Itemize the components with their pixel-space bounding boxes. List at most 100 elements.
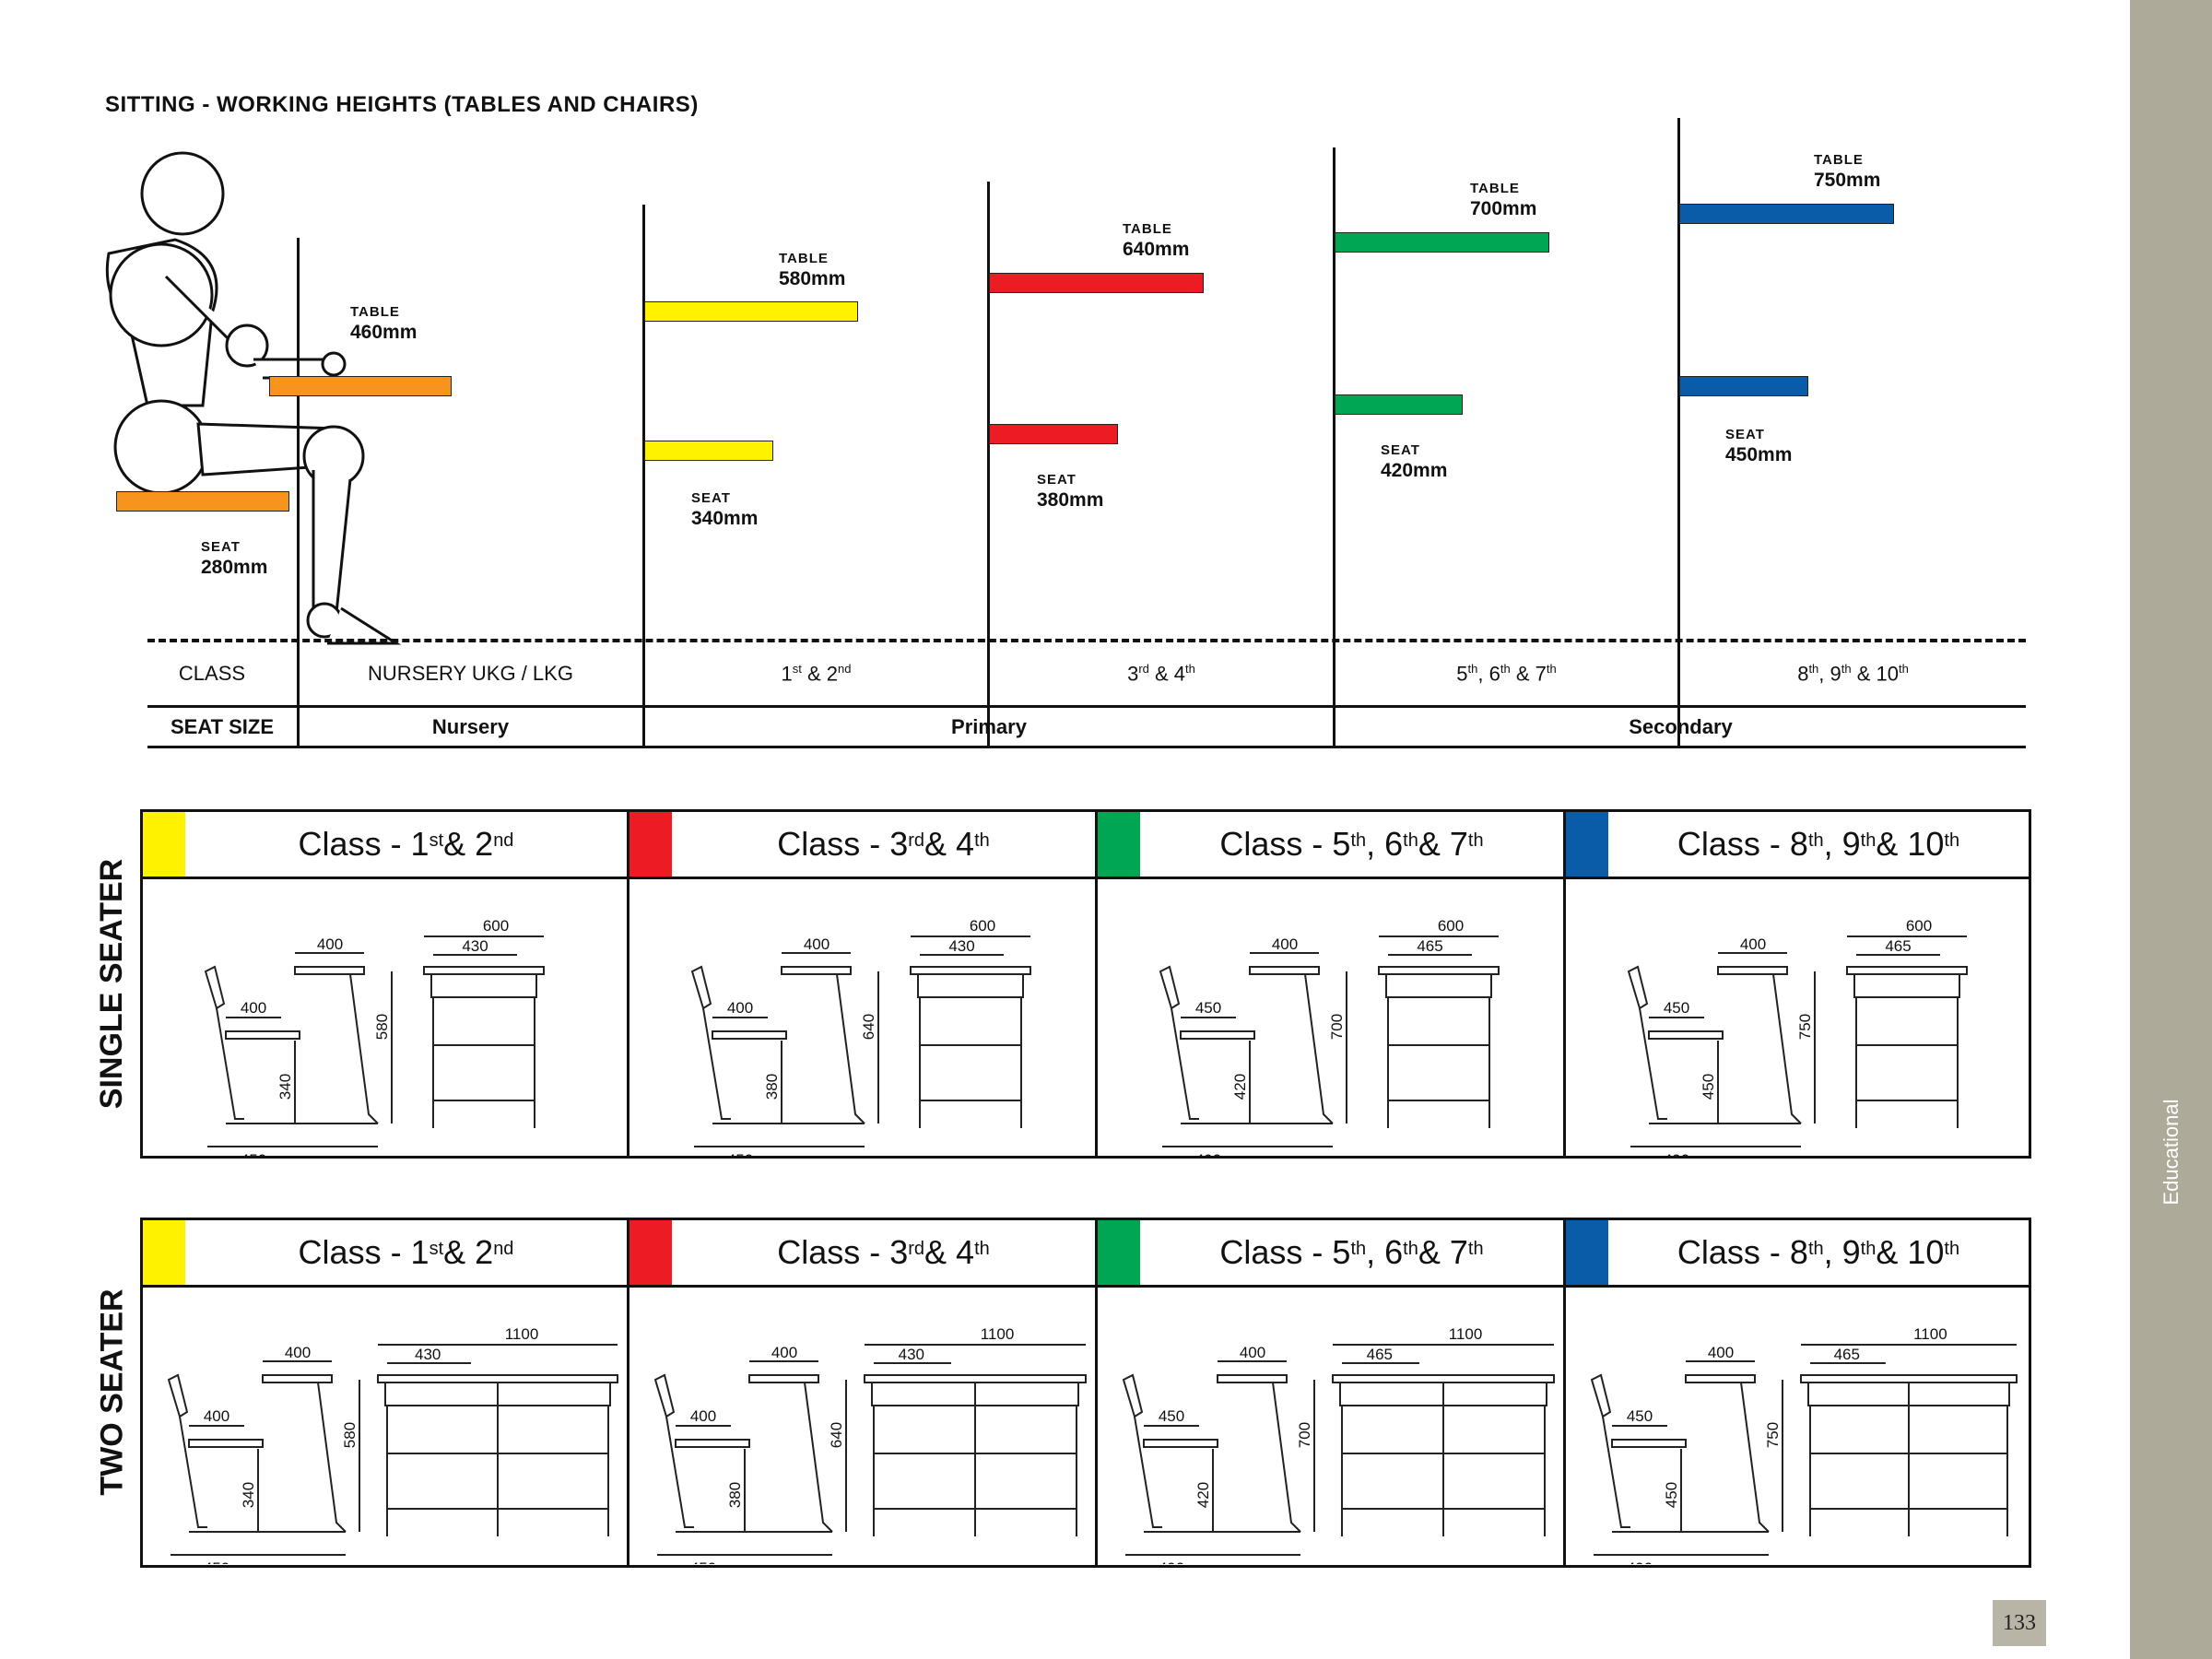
dimension-label: 340 — [240, 1482, 257, 1508]
c567-table-bar — [1335, 232, 1549, 253]
dimension-label: 400 — [1272, 935, 1298, 953]
dimension-label: 450 — [241, 1151, 266, 1156]
class-1-2: 1st & 2nd — [781, 662, 852, 686]
sidebar-strip — [2130, 0, 2212, 1659]
dimension-label: 1100 — [1449, 1325, 1483, 1343]
single-seater-panel: Class - 1st & 2nd40034045040045058060043… — [140, 809, 2031, 1159]
c8910-column-line — [1677, 118, 1680, 747]
sidebar-label: Educational — [2130, 1097, 2212, 1207]
dimension-label: 400 — [727, 999, 753, 1017]
class-5-6-7: 5th, 6th & 7th — [1456, 662, 1557, 686]
table-value: 580mm — [779, 268, 846, 289]
c12-table-bar — [644, 301, 858, 322]
table-value: 640mm — [1123, 239, 1190, 260]
dimension-label: 450 — [294, 1561, 320, 1564]
dimension-label: 450 — [1700, 1074, 1717, 1100]
panel-drawing-cell: 400340450400450580600430 — [143, 879, 629, 1156]
c34-seat-bar — [989, 424, 1118, 444]
furniture-drawing: 450420490400450700600465 — [1159, 917, 1500, 1156]
furniture-drawing: 4003804504004506401100430 — [653, 1325, 1087, 1564]
dimension-label: 450 — [1664, 999, 1689, 1017]
furniture-drawing: 450450490400450750600465 — [1627, 917, 1968, 1156]
panel-drawing-cell: 450450490400450750600465 — [1566, 879, 2029, 1156]
class-color-swatch — [1566, 1220, 1608, 1285]
c567-table-label: TABLE 700mm — [1470, 181, 1536, 220]
seat-size-primary: Primary — [951, 715, 1027, 738]
dimension-label: 400 — [1240, 1344, 1265, 1361]
dimension-label: 465 — [1367, 1346, 1393, 1363]
two-seater-label: TWO SEATER — [94, 1288, 130, 1496]
seat-value: 450mm — [1725, 444, 1793, 465]
seat-size-secondary: Secondary — [1629, 715, 1733, 738]
dimension-label: 465 — [1834, 1346, 1860, 1363]
c12-seat-label: SEAT 340mm — [691, 490, 758, 530]
class-label: CLASS — [178, 662, 246, 685]
seat-size-nursery: Nursery — [431, 715, 510, 738]
furniture-drawing: 4504204904004507001100465 — [1122, 1325, 1555, 1564]
dimension-label: 700 — [1296, 1422, 1313, 1448]
dimension-label: 600 — [970, 917, 995, 935]
dimension-label: 430 — [415, 1346, 441, 1363]
dimension-label: 490 — [1664, 1151, 1689, 1156]
dimension-label: 420 — [1231, 1074, 1249, 1100]
class-nursery: NURSERY UKG / LKG — [368, 662, 573, 685]
table-value: 700mm — [1470, 198, 1537, 219]
class-color-swatch — [143, 1220, 185, 1285]
class-color-swatch — [1098, 1220, 1140, 1285]
class-3-4: 3rd & 4th — [1127, 662, 1195, 686]
dimension-label: 600 — [483, 917, 509, 935]
c8910-seat-bar — [1679, 376, 1808, 396]
dimension-label: 450 — [813, 1153, 839, 1156]
dimension-label: 1100 — [1913, 1325, 1947, 1343]
dimension-label: 430 — [462, 937, 488, 955]
dimension-label: 400 — [285, 1344, 311, 1361]
dimension-label: 400 — [804, 935, 830, 953]
dimension-label: 580 — [373, 1014, 391, 1040]
dimension-label: 450 — [204, 1559, 229, 1564]
dimension-label: 380 — [763, 1074, 781, 1100]
dimension-label: 750 — [1796, 1014, 1814, 1040]
class-color-swatch — [143, 812, 185, 877]
dimension-label: 400 — [1740, 935, 1766, 953]
furniture-drawing: 4504504904004507501100465 — [1590, 1325, 2018, 1564]
page-title: SITTING - WORKING HEIGHTS (TABLES AND CH… — [105, 92, 699, 117]
table-key: TABLE — [1470, 181, 1520, 196]
table-value: 460mm — [350, 322, 418, 343]
c12-seat-bar — [644, 441, 773, 461]
c34-seat-label: SEAT 380mm — [1037, 472, 1103, 512]
dimension-label: 450 — [690, 1559, 716, 1564]
seat-key: SEAT — [201, 539, 241, 555]
dimension-label: 490 — [1627, 1559, 1653, 1564]
furniture-drawing: 400340450400450580600430 — [204, 917, 545, 1156]
single-seater-label: SINGLE SEATER — [94, 858, 130, 1110]
seat-size-divider-primary — [1333, 705, 1335, 747]
seat-value: 340mm — [691, 508, 759, 529]
panel-drawing-cell: 4504204904004507001100465 — [1098, 1288, 1566, 1565]
c567-seat-label: SEAT 420mm — [1381, 442, 1447, 482]
dimension-label: 465 — [1885, 937, 1911, 955]
dimension-label: 450 — [1749, 1153, 1775, 1156]
dimension-label: 490 — [1159, 1559, 1184, 1564]
dimension-label: 450 — [1159, 1407, 1184, 1425]
c8910-table-label: TABLE 750mm — [1814, 152, 1880, 192]
seated-figure-illustration — [105, 151, 402, 645]
dimension-label: 640 — [860, 1014, 877, 1040]
table-key: TABLE — [1123, 221, 1172, 237]
c34-column-line — [987, 182, 990, 747]
furniture-drawing: 4003404504004505801100430 — [167, 1325, 618, 1564]
dimension-label: 400 — [771, 1344, 797, 1361]
panel-drawing-cell: 4504504904004507501100465 — [1566, 1288, 2029, 1565]
seat-value: 280mm — [201, 557, 268, 578]
dimension-label: 450 — [1663, 1482, 1680, 1508]
seat-size-label: SEAT SIZE — [170, 715, 275, 738]
